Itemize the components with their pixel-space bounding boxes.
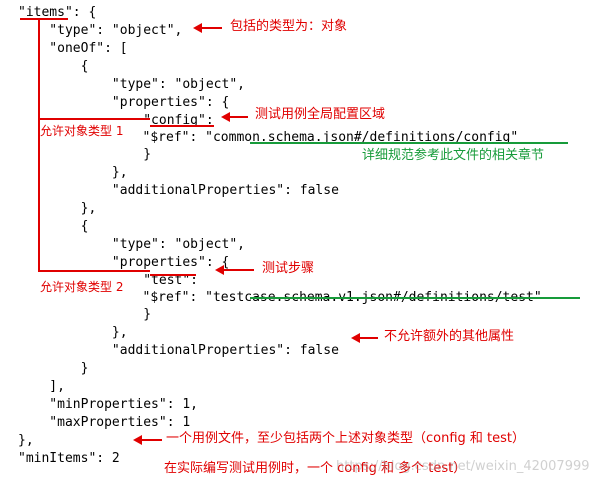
code-line: "test":: [18, 273, 199, 288]
code-line: "config":: [18, 113, 214, 128]
test-note: 测试步骤: [262, 261, 315, 276]
items-underline: [20, 18, 68, 20]
code-line: {: [18, 59, 89, 74]
code-line: },: [18, 165, 128, 180]
test-ref-underline: [250, 297, 580, 299]
code-line: "oneOf": [: [18, 41, 128, 56]
arrow-type-head: [193, 23, 202, 33]
code-line: "minItems": 2: [18, 451, 120, 466]
bracket-to-type-2: [38, 270, 150, 272]
type-note: 包括的类型为：对象: [230, 19, 348, 34]
code-line: "properties": {: [18, 255, 230, 270]
code-line: ],: [18, 379, 65, 394]
arrow-type-shaft: [200, 27, 222, 29]
code-line: "maxProperties": 1: [18, 415, 191, 430]
items-bracket-vertical: [38, 20, 40, 272]
arrow-config-shaft: [228, 116, 248, 118]
allowed-type-2-label: 允许对象类型 2: [40, 280, 124, 294]
code-line: "type": "object",: [18, 237, 245, 252]
code-line: },: [18, 433, 34, 448]
config-note: 测试用例全局配置区域: [255, 107, 386, 122]
code-line: "type": "object",: [18, 77, 245, 92]
arrow-min-items-head: [133, 435, 142, 445]
arrow-test-head: [215, 265, 224, 275]
code-line: },: [18, 201, 97, 216]
min-items-note: 一个用例文件，至少包括两个上述对象类型（config 和 test）: [166, 431, 526, 446]
code-line: {: [18, 219, 89, 234]
code-line: "$ref": "common.schema.json#/definitions…: [0, 130, 519, 145]
arrow-no-extra-head: [351, 333, 360, 343]
allowed-type-1-label: 允许对象类型 1: [40, 124, 124, 138]
code-line: }: [18, 147, 152, 162]
code-line: }: [18, 307, 152, 322]
code-line: },: [18, 325, 128, 340]
arrow-min-items-shaft: [140, 439, 162, 441]
code-line: "properties": {: [18, 95, 230, 110]
watermark: https://blog.csdn.net/weixin_42007999: [336, 459, 590, 474]
code-line: "additionalProperties": false: [18, 343, 339, 358]
test-underline: [150, 274, 196, 276]
code-line: }: [18, 361, 89, 376]
config-ref-underline: [250, 142, 568, 144]
ref-config-note: 详细规范参考此文件的相关章节: [362, 148, 545, 163]
config-underline: [150, 125, 214, 127]
code-line: "items": {: [18, 5, 97, 20]
practice-note: 在实际编写测试用例时，一个 config 和 多个 test）: [164, 461, 467, 476]
code-line: "additionalProperties": false: [18, 183, 339, 198]
arrow-test-shaft: [222, 269, 254, 271]
bracket-to-type-1: [38, 118, 150, 120]
arrow-config-head: [221, 112, 230, 122]
code-line: "type": "object",: [18, 23, 183, 38]
arrow-no-extra-shaft: [358, 337, 378, 339]
no-extra-note: 不允许额外的其他属性: [384, 329, 515, 344]
code-line: "minProperties": 1,: [18, 397, 199, 412]
